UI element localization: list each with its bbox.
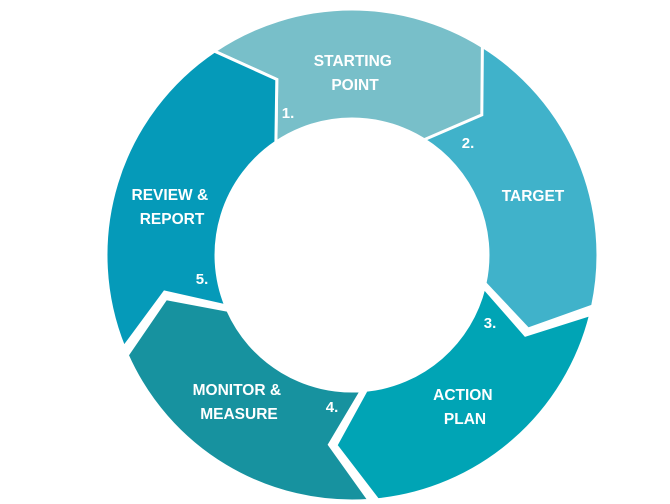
segment-label-1: STARTING POINT	[314, 53, 396, 94]
segment-label-3: ACTION PLAN	[433, 387, 497, 428]
segment-number-3: 3.	[484, 315, 497, 332]
segment-label-2: TARGET	[502, 188, 565, 205]
segment-label-1-line1: STARTING	[314, 53, 392, 70]
segment-label-4-line1: MONITOR &	[193, 382, 281, 399]
segment-label-4-line2: MEASURE	[200, 406, 278, 423]
segment-shape-4	[125, 296, 372, 503]
segment-shape-3	[334, 284, 593, 502]
cycle-segment-5: REVIEW & REPORT 5.	[104, 49, 279, 351]
segment-label-1-line2: POINT	[331, 77, 379, 94]
segment-number-1: 1.	[282, 105, 295, 122]
cycle-segment-2: TARGET 2.	[420, 43, 600, 331]
segment-label-5-line2: REPORT	[140, 211, 205, 228]
segment-shape-5	[104, 49, 279, 351]
segment-label-5-line1: REVIEW &	[132, 187, 209, 204]
segment-label-3-line2: PLAN	[444, 411, 486, 428]
segment-label-5: REVIEW & REPORT	[132, 187, 213, 228]
segment-number-4: 4.	[326, 399, 339, 416]
segment-label-3-line1: ACTION	[433, 387, 492, 404]
segment-shape-2	[420, 43, 600, 331]
segment-label-2-line1: TARGET	[502, 188, 565, 205]
cycle-segment-3: ACTION PLAN 3.	[334, 284, 593, 502]
cycle-segment-4: MONITOR & MEASURE 4.	[125, 296, 372, 503]
segment-number-2: 2.	[462, 135, 475, 152]
segment-label-4: MONITOR & MEASURE	[193, 382, 286, 423]
segment-number-5: 5.	[196, 271, 209, 288]
